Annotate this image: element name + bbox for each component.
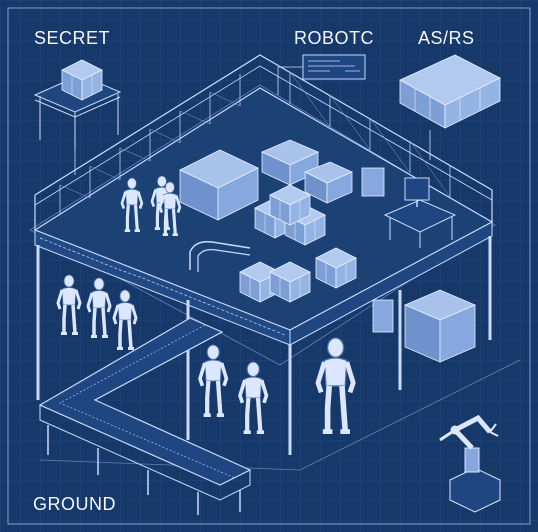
utility-cabinet (372, 289, 477, 363)
workstation (383, 177, 457, 248)
label-ground: GROUND (33, 494, 116, 514)
mezzanine-equipment (179, 139, 385, 303)
asrs-rack (399, 54, 501, 129)
label-robotc: ROBOTC (294, 28, 375, 48)
ground-floor-edge (39, 359, 521, 471)
robotc-control-panel (277, 54, 366, 95)
ground-plane-outline (29, 84, 496, 366)
robot-arm (439, 414, 502, 513)
roller-conveyor (38, 317, 252, 515)
label-secret: SECRET (34, 28, 111, 48)
label-asrs: AS/RS (418, 28, 475, 48)
blueprint-border (7, 7, 531, 525)
secret-conveyor-station (33, 59, 122, 150)
